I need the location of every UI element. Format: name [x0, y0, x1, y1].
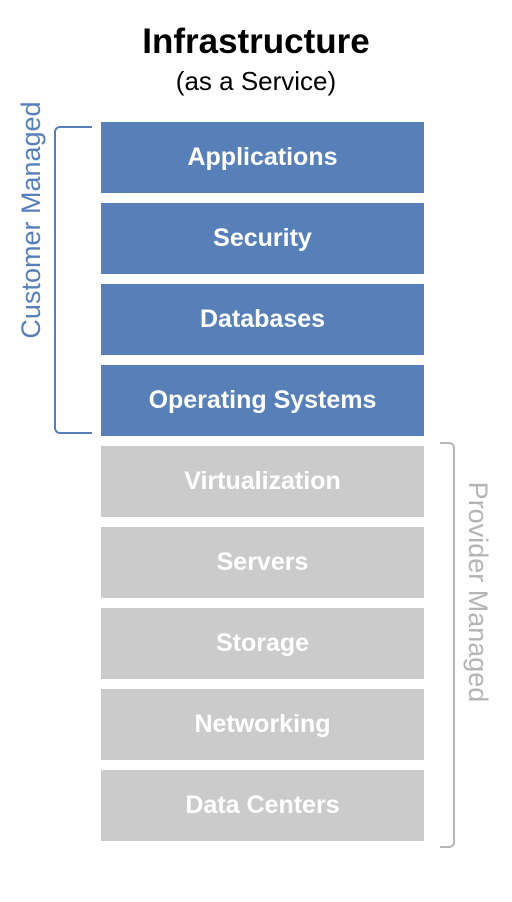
provider-managed-label: Provider Managed [463, 481, 493, 703]
layer-databases: Databases [101, 284, 424, 355]
customer-managed-bracket [54, 126, 92, 434]
layer-label: Security [213, 224, 312, 252]
layer-label: Data Centers [185, 791, 340, 819]
layer-data-centers: Data Centers [101, 770, 424, 841]
diagram-subtitle: (as a Service) [175, 66, 337, 96]
layer-applications: Applications [101, 122, 424, 193]
diagram-title: Infrastructure [142, 22, 370, 61]
layer-label: Operating Systems [148, 386, 377, 414]
layer-label: Databases [199, 305, 326, 333]
layer-label: Applications [187, 143, 338, 171]
layer-servers: Servers [101, 527, 424, 598]
layer-label: Servers [216, 548, 309, 576]
layer-label: Storage [215, 629, 310, 657]
layer-virtualization: Virtualization [101, 446, 424, 517]
customer-managed-label: Customer Managed [16, 101, 46, 339]
layer-security: Security [101, 203, 424, 274]
layer-storage: Storage [101, 608, 424, 679]
layer-label: Virtualization [184, 467, 341, 495]
provider-managed-bracket [440, 442, 455, 848]
layer-operating-systems: Operating Systems [101, 365, 424, 436]
layer-label: Networking [194, 710, 331, 738]
layer-networking: Networking [101, 689, 424, 760]
